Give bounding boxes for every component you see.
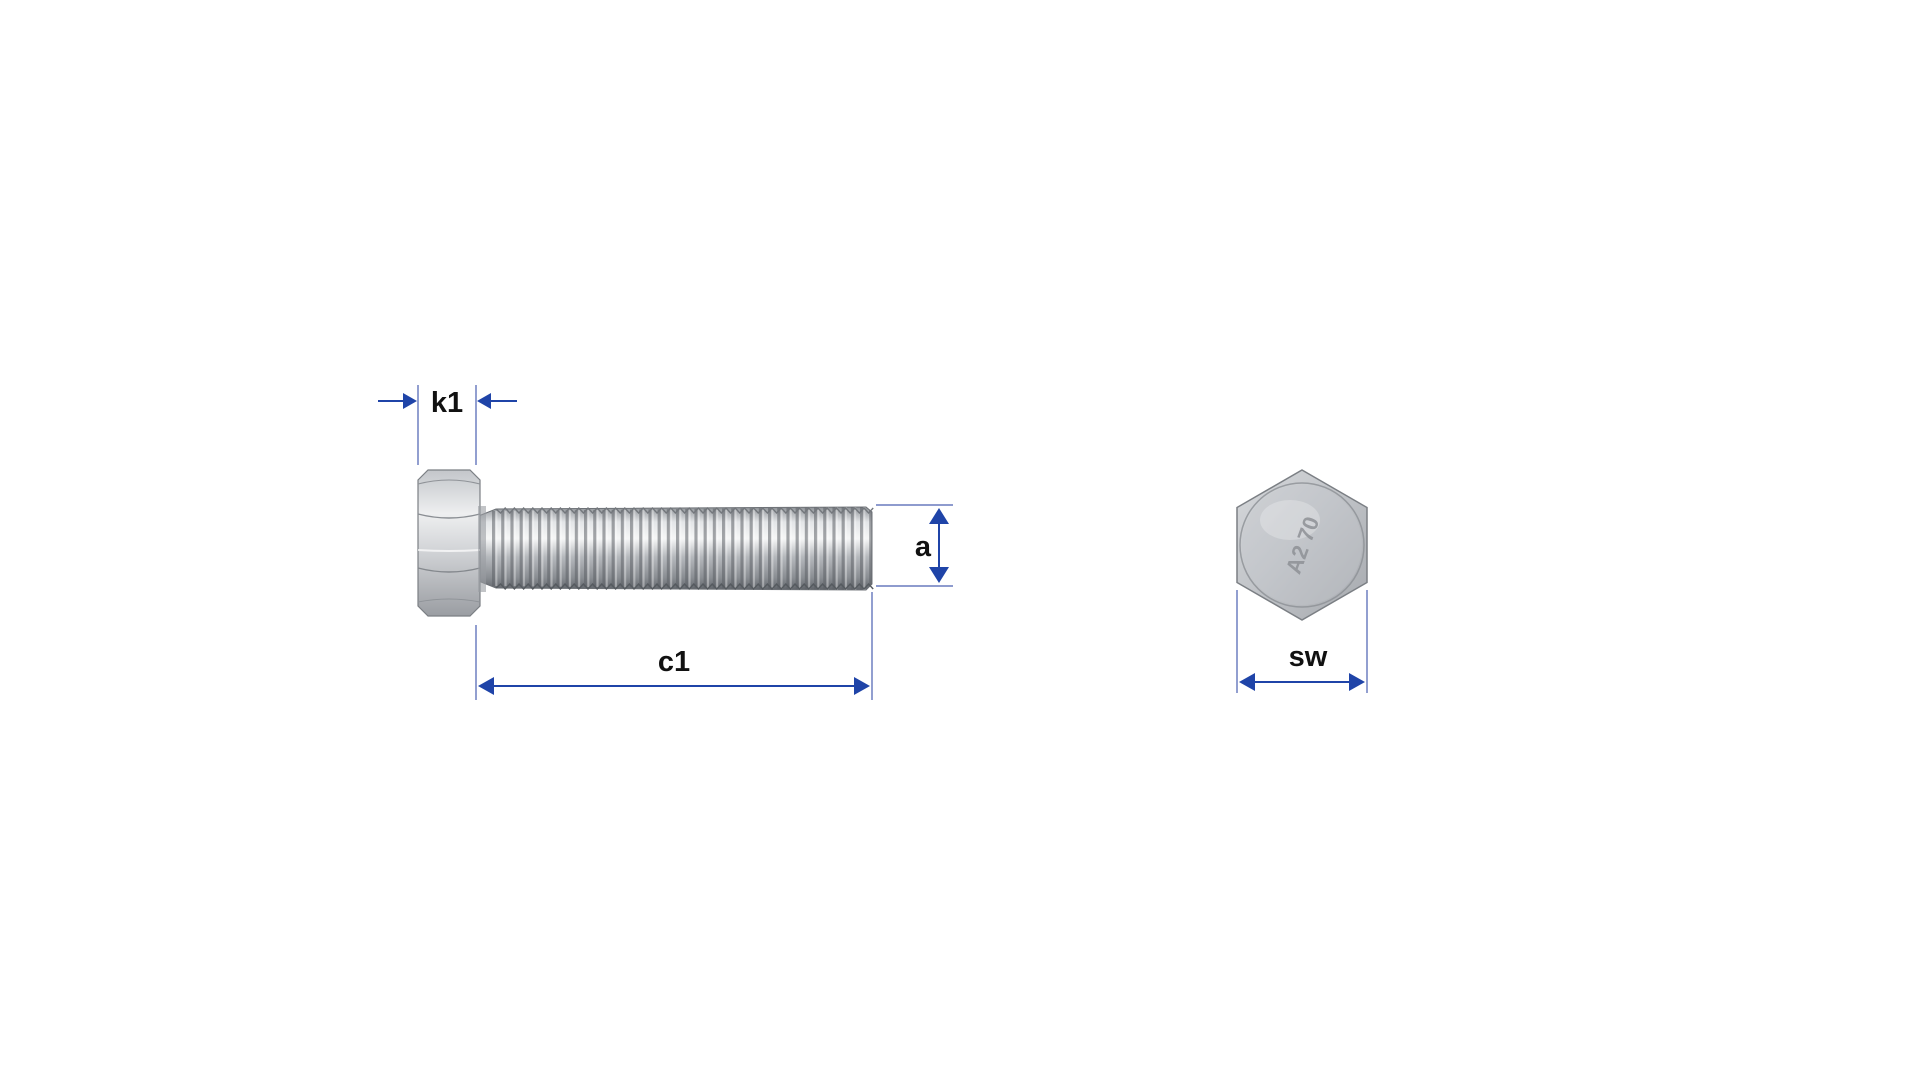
label-a: a: [915, 531, 932, 563]
dimension-k1: [378, 393, 517, 409]
dimension-a: [929, 508, 949, 583]
bolt-head-side: [417, 469, 486, 617]
dimension-sw: [1239, 673, 1365, 691]
label-sw: sw: [1289, 641, 1328, 673]
bolt-shank: [475, 506, 874, 591]
label-k1: k1: [431, 387, 463, 419]
bolt-side-view: [417, 469, 874, 617]
extension-lines: [417, 385, 1368, 700]
label-c1: c1: [658, 646, 690, 678]
bolt-head-end-view: A2 70: [1236, 469, 1368, 621]
thread-crests-bottom: [495, 582, 874, 591]
dimension-c1: [478, 677, 870, 695]
thread-crests-top: [495, 506, 874, 515]
